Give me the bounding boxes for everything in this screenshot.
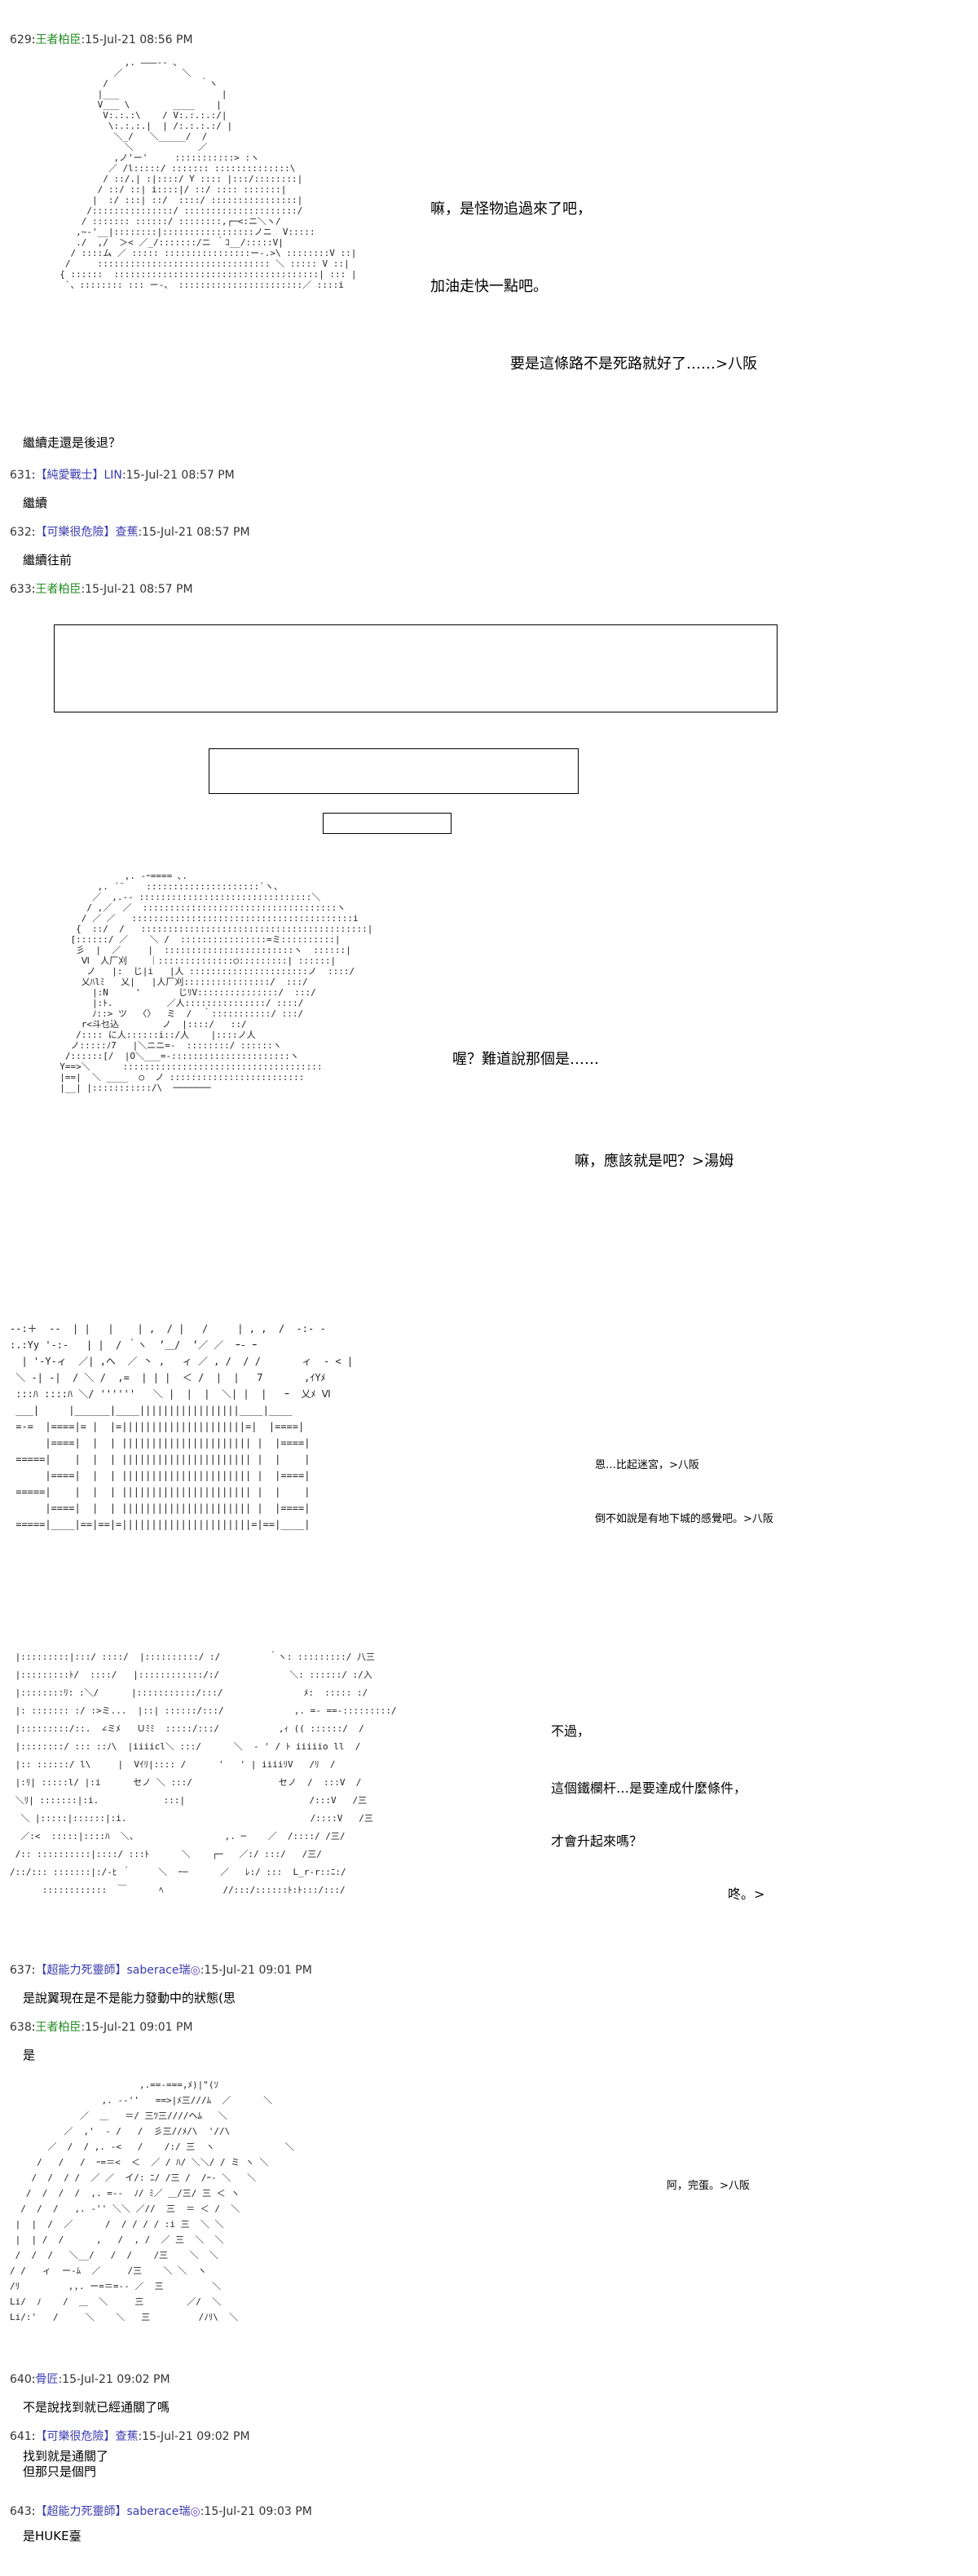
post-header: 632:【可樂很危險】查蕉:15-Jul-21 08:57 PM [10, 526, 250, 539]
post-body: 繼續 [23, 496, 48, 510]
dialog-text: 嘛，應該就是吧？>湯姆 [575, 1153, 734, 1170]
dialog-text: 喔？難道說那個是…… [452, 1051, 599, 1068]
post-header: 633:王者柏臣:15-Jul-21 08:57 PM [10, 583, 193, 596]
post-header: 638:王者柏臣:15-Jul-21 09:01 PM [10, 2021, 193, 2034]
dialog-text: 嘛，是怪物追過來了吧， [430, 201, 592, 218]
dialog-text: 阿，完蛋。>八阪 [667, 2180, 750, 2192]
dialog-text: 要是這條路不是死路就好了……>八阪 [510, 355, 758, 373]
poster-name[interactable]: 【超能力死靈師】saberace瑞 [35, 1964, 191, 1977]
poster-name[interactable]: 【超能力死靈師】saberace瑞 [35, 2505, 191, 2518]
dialog-text: 不過， [551, 1723, 591, 1739]
post-body: 不是說找到就已經通關了嗎 [23, 2400, 170, 2415]
post-body: 是 [23, 2048, 36, 2062]
ascii-art-characters-3: |:::::::::|:::/ ::::/ |::::::::::/ :/ ｀ヽ… [10, 1652, 397, 1895]
poster-name[interactable]: 【純愛戰士】LIN [35, 469, 122, 482]
poster-name[interactable]: 王者柏臣 [35, 2021, 82, 2034]
empty-frame-small [323, 813, 452, 834]
post-body: 繼續往前 [23, 553, 73, 567]
dialog-text: 加油走快一點吧。 [430, 278, 548, 295]
empty-frame-medium [209, 748, 579, 794]
poster-name[interactable]: 王者柏臣 [35, 583, 82, 596]
post-body: 繼續走還是後退？ [23, 435, 121, 450]
empty-frame-large [54, 624, 778, 712]
post-header: 631:【純愛戰士】LIN:15-Jul-21 08:57 PM [10, 469, 235, 482]
dialog-text: 倒不如說是有地下城的感覺吧。>八阪 [595, 1513, 773, 1525]
poster-name[interactable]: 骨匠 [35, 2373, 59, 2386]
dialog-text: 這個鐵欄杆…是要達成什麼條件， [551, 1780, 747, 1796]
poster-name[interactable]: 【可樂很危險】查蕉 [35, 2430, 139, 2443]
dialog-text: 恩…比起迷宮，>八阪 [595, 1459, 699, 1471]
dialog-text: 才會升起來嗎？ [551, 1833, 643, 1849]
ascii-art-character-2: ,. -ｰ==== ､. ,. ´¨ :::::::::::::::::::::… [59, 871, 373, 1093]
dialog-text: 咚。> [728, 1886, 765, 1902]
ascii-art-character-1: ,. ―――‐- 、 ／ ＼ / ｀ヽ |___ | V___ \ ____ |… [59, 57, 357, 290]
post-header: 643:【超能力死靈師】saberace瑞◎:15-Jul-21 09:03 P… [10, 2505, 312, 2518]
post-body: 是HUKE臺 [23, 2529, 82, 2543]
post-header: 640:骨匠:15-Jul-21 09:02 PM [10, 2373, 170, 2386]
post-header: 637:【超能力死靈師】saberace瑞◎:15-Jul-21 09:01 P… [10, 1964, 312, 1977]
ascii-art-dungeon-gate: ‐-:＋ ‐‐ | | | | , / | / | , , / ‐:‐ ‐ :.… [10, 1323, 354, 1530]
ascii-art-collapse: ,.==-===,ﾒ)|"(ｿ ,. -‐'' ==>|ﾒ三///ﾑ ／ ＼ ／… [10, 2080, 294, 2322]
poster-name[interactable]: 【可樂很危險】查蕉 [35, 526, 139, 539]
post-header: 641:【可樂很危險】查蕉:15-Jul-21 09:02 PM [10, 2430, 250, 2443]
post-body: 找到就是通關了 但那只是個門 [23, 2449, 109, 2479]
post-header: 629:王者柏臣:15-Jul-21 08:56 PM [10, 33, 193, 46]
post-body: 是說翼現在是不是能力發動中的狀態(思 [23, 1991, 236, 2005]
poster-name[interactable]: 王者柏臣 [35, 33, 82, 46]
